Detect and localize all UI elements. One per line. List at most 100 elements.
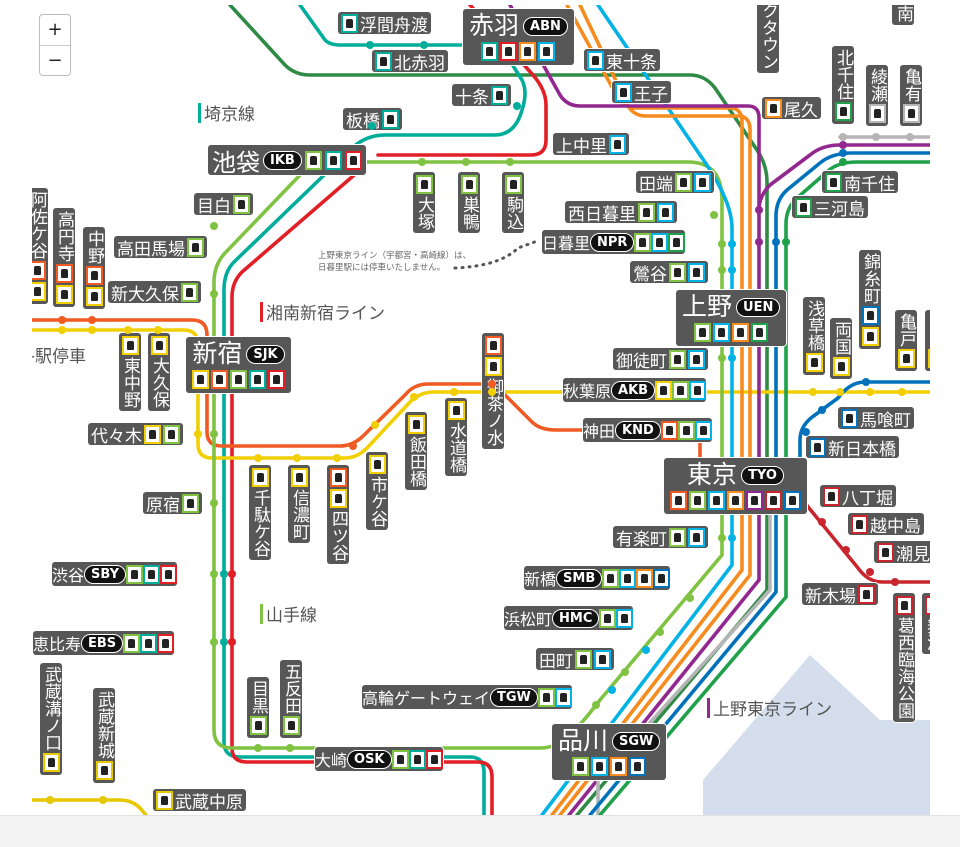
station-number-badge (95, 761, 113, 780)
station-yoyogi[interactable]: 代々木 (88, 423, 183, 447)
station-ryogoku[interactable]: 両国 (830, 318, 852, 379)
route-map[interactable]: 埼京線 湘南新宿ライン 山手線 上野東京ライン 上野東京ライン（宇都宮・高崎線）… (18, 5, 930, 815)
station-oji[interactable]: 王子 (612, 81, 671, 105)
station-okachimachi[interactable]: 御徒町 (613, 348, 708, 372)
station-kaminakazato[interactable]: 上中里 (553, 133, 629, 157)
station-bakurocho[interactable]: 馬喰町 (838, 407, 914, 431)
station-dot (210, 638, 218, 646)
station-number-badge (841, 408, 858, 428)
station-number-badge (655, 380, 673, 400)
station-code: NPR (590, 232, 635, 252)
station-takadanobaba[interactable]: 高田馬場 (114, 236, 207, 260)
station-name: 武蔵新城 (94, 691, 114, 759)
station-tamachi[interactable]: 田町 (536, 648, 614, 672)
station-tabata[interactable]: 田端 (636, 171, 714, 195)
station-sugamo[interactable]: 巣鴨 (458, 172, 480, 233)
footer-bar (0, 815, 960, 847)
station-shinkiba[interactable]: 新木場 (802, 583, 878, 607)
station-name: 御徒町 (616, 351, 667, 372)
station-ichigaya[interactable]: 市ケ谷 (366, 452, 388, 530)
station-number-badge (140, 633, 158, 653)
station-suidobashi[interactable]: 水道橋 (445, 398, 467, 476)
station-ayase[interactable]: 綾瀬 (866, 65, 888, 126)
station-shinanomachi[interactable]: 信濃町 (288, 465, 310, 543)
zoom-out-button[interactable]: − (47, 50, 63, 71)
station-musashishinjo[interactable]: 武蔵新城 (93, 688, 115, 783)
station-musashinakahara[interactable]: 武蔵中原 (153, 789, 246, 813)
station-nishinippori[interactable]: 西日暮里 (565, 201, 677, 225)
station-shinokubo[interactable]: 新大久保 (108, 281, 201, 305)
station-mikawashima[interactable]: 三河島 (792, 196, 868, 220)
station-kameari[interactable]: 亀有 (900, 65, 922, 126)
station-code: SJK (246, 344, 285, 364)
station-minami[interactable]: 南 (892, 5, 914, 25)
station-asagaya[interactable]: 阿佐ケ谷 (32, 188, 48, 304)
station-yurakucho[interactable]: 有楽町 (613, 526, 708, 550)
station-komagome[interactable]: 駒込 (502, 172, 524, 233)
station-musashimizonokuchi[interactable]: 武蔵溝ノ口 (40, 663, 62, 775)
zoom-in-button[interactable]: + (40, 15, 70, 46)
station-number-badge (233, 194, 250, 214)
station-oku[interactable]: 尾久 (762, 97, 821, 121)
station-okubo[interactable]: 大久保 (148, 333, 170, 411)
station-number-badge (805, 353, 823, 372)
station-harajuku[interactable]: 原宿 (143, 492, 202, 516)
station-kinshicho[interactable]: 錦糸町 (859, 250, 881, 349)
station-name: 原宿 (146, 495, 180, 516)
station-asakusabashi[interactable]: 浅草橋 (803, 297, 825, 375)
station-mejiro[interactable]: 目白 (194, 193, 253, 217)
station-dot (450, 388, 458, 396)
station-ukimafunado[interactable]: 浮間舟渡 (338, 12, 431, 36)
station-hatchobori[interactable]: 八丁堀 (820, 485, 896, 509)
station-kitasenju[interactable]: 北千住 (832, 46, 854, 124)
station-maihama[interactable]: 舞浜 (922, 593, 930, 654)
station-code: ABN (523, 16, 568, 36)
station-meguro[interactable]: 目黒 (247, 677, 269, 738)
station-hirai[interactable]: 平井 (925, 310, 930, 371)
station-number-badge (85, 266, 103, 285)
station-sendagaya[interactable]: 千駄ケ谷 (249, 465, 271, 560)
station-uguisudani[interactable]: 鶯谷 (630, 261, 708, 285)
station-otsuka[interactable]: 大塚 (413, 172, 435, 233)
station-higashinakano[interactable]: 東中野 (119, 333, 141, 411)
station-number-badge (669, 262, 686, 282)
station-number-badge (809, 437, 826, 457)
station-okutown[interactable]: オクタウン (757, 5, 779, 73)
station-gotanda[interactable]: 五反田 (280, 660, 302, 738)
station-nakano[interactable]: 中野 (83, 227, 105, 309)
station-number-badge (230, 370, 247, 389)
station-shinnihombashi[interactable]: 新日本橋 (806, 436, 899, 460)
station-number-badge (708, 491, 725, 510)
station-number-badge (341, 13, 358, 33)
station-koenji[interactable]: 高円寺 (53, 208, 75, 307)
station-jujo[interactable]: 十条 (452, 84, 511, 108)
station-iidabashi[interactable]: 飯田橋 (405, 412, 427, 490)
station-number-badge (481, 42, 499, 61)
station-shiomi[interactable]: 潮見 (874, 541, 930, 565)
station-kameido[interactable]: 亀戸 (895, 310, 917, 371)
station-minamisenju[interactable]: 南千住 (822, 171, 898, 195)
station-name: 目黒 (248, 680, 268, 714)
station-yotsuya[interactable]: 四ツ谷 (327, 465, 349, 564)
station-kitaakabane[interactable]: 北赤羽 (372, 50, 448, 74)
local-train-label: 各駅停車 (18, 347, 86, 367)
station-kasairinkai[interactable]: 葛西臨海公園 (893, 593, 915, 722)
station-higashijujo[interactable]: 東十条 (584, 49, 660, 73)
station-number-badge (249, 716, 267, 735)
station-etchujima[interactable]: 越中島 (848, 513, 924, 537)
